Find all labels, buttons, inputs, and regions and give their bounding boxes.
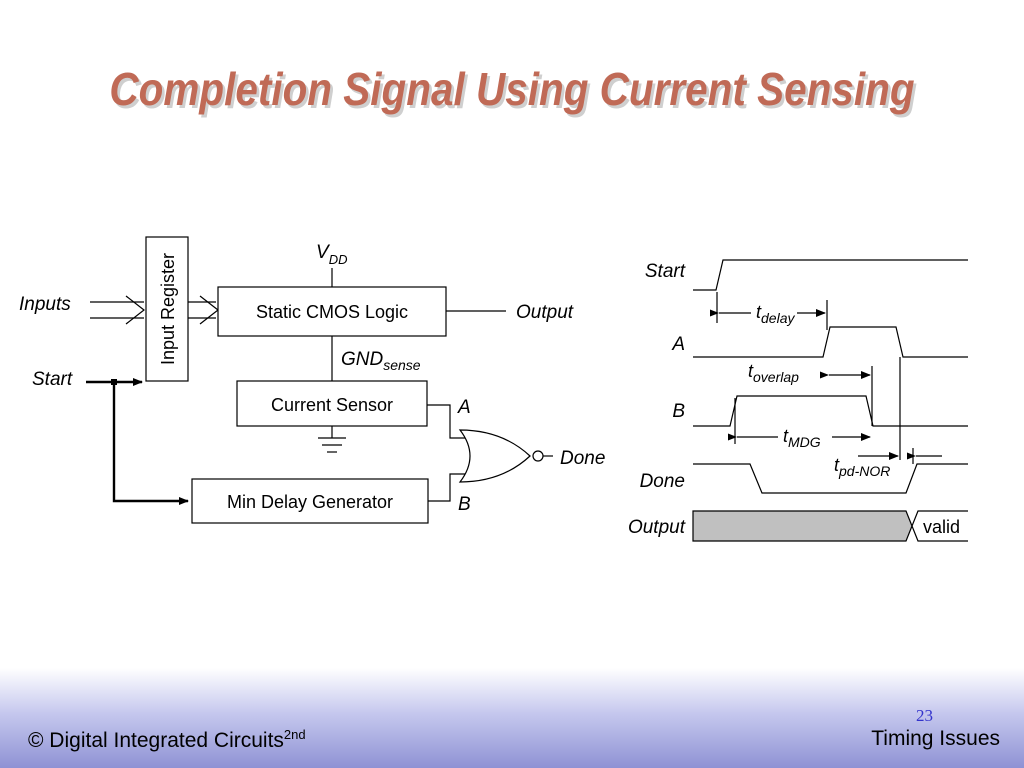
a-input-label: A xyxy=(457,397,471,418)
t-pd-nor-label: tpd-NOR xyxy=(834,455,890,479)
vdd-label: VDD xyxy=(316,242,347,267)
input-register-box xyxy=(145,236,189,382)
done-label: Done xyxy=(560,448,605,469)
t-mdg-label: tMDG xyxy=(783,426,821,450)
t-overlap-label: toverlap xyxy=(748,361,799,385)
page-number: 23 xyxy=(916,706,933,725)
timing-done-label: Done xyxy=(640,471,685,492)
timing-b-label: B xyxy=(672,401,685,422)
output-undefined-region xyxy=(692,510,913,542)
current-sensor-box xyxy=(236,380,428,427)
t-delay-label: tdelay xyxy=(756,302,795,326)
circuit-diagram xyxy=(90,236,553,524)
nor-gate xyxy=(458,429,531,483)
b-waveform xyxy=(693,395,968,427)
input-register-label: Input Register xyxy=(158,253,178,365)
footer-copyright: © Digital Integrated Circuits2nd xyxy=(28,727,306,752)
gnd-sense-label: GNDsense xyxy=(341,349,421,373)
timing-diagram xyxy=(692,259,968,542)
timing-a-label: A xyxy=(671,334,685,355)
output-valid-label: valid xyxy=(923,517,960,537)
start-waveform xyxy=(693,259,968,291)
slide-title: Completion Signal Using Current Sensing xyxy=(109,63,915,115)
done-waveform xyxy=(693,463,968,494)
current-sensor-label: Current Sensor xyxy=(271,395,393,415)
static-cmos-logic-label: Static CMOS Logic xyxy=(256,302,408,322)
start-label: Start xyxy=(32,369,73,390)
output-label: Output xyxy=(516,302,574,323)
timing-output-label: Output xyxy=(628,517,686,538)
b-input-label: B xyxy=(458,494,471,515)
timing-start-label: Start xyxy=(645,261,686,282)
footer-band xyxy=(0,668,1024,768)
min-delay-generator-label: Min Delay Generator xyxy=(227,492,393,512)
a-waveform xyxy=(693,326,968,358)
inputs-label: Inputs xyxy=(19,294,71,315)
output-valid-region xyxy=(911,510,968,542)
footer-section-title: Timing Issues xyxy=(871,727,1000,750)
